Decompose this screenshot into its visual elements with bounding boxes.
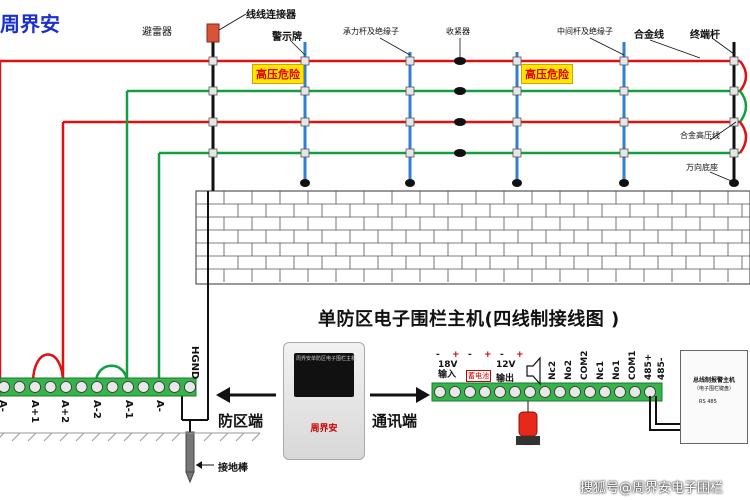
host-logo: 周界安	[310, 424, 338, 434]
ground-rod-label: 接地棒	[218, 463, 248, 474]
label-hv-wire: 合金高压线	[680, 131, 720, 140]
terminal-screw	[434, 386, 446, 398]
terminal-screw	[44, 381, 57, 393]
warning-sign-2: 高压危险	[521, 64, 573, 84]
terminal-screw	[494, 386, 506, 398]
terminal-screw	[168, 381, 181, 393]
terminal-screw	[184, 381, 196, 393]
label-end-pole: 终端杆	[690, 30, 720, 41]
battery-minus-sign: -	[468, 350, 472, 360]
terminal-screw	[479, 386, 491, 398]
terminal-screw	[75, 381, 88, 393]
warning-sign-1: 高压危险	[252, 64, 304, 84]
output-voltage-label: 12V	[496, 360, 516, 370]
host-screen: 周界安单防区电子围栏主机	[294, 353, 357, 397]
terminal-screw	[629, 386, 641, 398]
terminal-screw	[524, 386, 536, 398]
terminal-label-com1: COM1	[628, 350, 638, 380]
brick-wall	[195, 190, 750, 285]
terminal-screw	[599, 386, 611, 398]
brand-logo: 周界安	[0, 12, 60, 36]
terminal-label-485-plus: 485+	[644, 353, 654, 380]
diagram-title: 单防区电子围栏主机(四线制接线图 )	[318, 309, 620, 330]
terminal-screw	[464, 386, 476, 398]
terminal-screw	[644, 386, 656, 398]
green-jumper-loop	[94, 364, 129, 384]
zone-end-label: 防区端	[218, 412, 264, 430]
left-terminal-label-5: A-	[154, 400, 165, 412]
bus-alarm-host: 总线制报警主机 （电子围栏键盘） RS 485	[680, 350, 748, 444]
arrow-right-icon	[416, 387, 430, 403]
terminal-label-com2: COM2	[580, 350, 590, 380]
label-universal-base: 万向底座	[686, 163, 718, 172]
red-jumper-loop	[31, 353, 65, 384]
terminal-screw	[91, 381, 103, 393]
terminal-screw	[539, 386, 551, 398]
zone-terminal-block	[0, 377, 197, 397]
terminal-screw	[554, 386, 566, 398]
fence-poles	[208, 37, 739, 187]
direction-arrows	[216, 387, 430, 403]
terminal-screw	[60, 381, 72, 393]
left-terminal-label-3: A-2	[91, 400, 102, 419]
terminal-label-485-minus: 485-	[657, 357, 667, 380]
terminal-screw	[584, 386, 596, 398]
label-bearing-pole: 承力杆及绝缘子	[343, 27, 399, 36]
label-tensioner: 收紧器	[446, 27, 470, 36]
left-terminal-label-0: A-	[0, 400, 8, 412]
left-terminal-label-1: A+1	[29, 400, 40, 424]
power-plus-sign: +	[452, 350, 460, 360]
arrow-left-icon	[216, 387, 230, 403]
left-terminal-label-4: A-1	[123, 400, 134, 419]
terminal-screw	[122, 381, 134, 393]
terminal-label-no1: No1	[612, 360, 622, 380]
alarm-host-rs485: RS 485	[699, 399, 717, 405]
alarm-host-title: 总线制报警主机	[692, 377, 735, 384]
battery-label: 蓄电池	[466, 370, 491, 382]
terminal-screw	[153, 381, 165, 393]
left-terminal-label-2: A+2	[59, 400, 70, 424]
alarm-host-subtitle: （电子围栏键盘）	[693, 386, 734, 392]
speaker-icon	[526, 356, 541, 386]
output-plus-sign: +	[516, 350, 524, 360]
label-lightning-arrester: 避雷器	[142, 27, 172, 38]
terminal-screw	[569, 386, 581, 398]
terminal-label-nc2: Nc2	[548, 360, 558, 380]
lightning-arrester-icon	[206, 23, 220, 43]
label-warning-sign: 警示牌	[272, 32, 302, 43]
label-alloy-wire: 合金线	[634, 30, 664, 41]
alarm-light-icon	[518, 411, 538, 437]
terminal-label-no2: No2	[564, 360, 574, 380]
label-middle-pole: 中间杆及绝缘子	[557, 27, 613, 36]
terminal-label-nc1: Nc1	[596, 360, 606, 380]
terminal-screw	[106, 381, 119, 393]
label-wire-connector: 线线连接器	[246, 10, 296, 21]
power-minus-sign: -	[436, 350, 440, 360]
output-minus-sign: -	[500, 350, 504, 360]
terminal-screw	[614, 386, 626, 398]
terminal-screw	[29, 381, 41, 393]
output-label: 输出	[496, 374, 515, 384]
terminal-screw	[0, 381, 10, 393]
comm-end-label: 通讯端	[372, 412, 418, 430]
terminal-screw	[509, 386, 521, 398]
battery-plus-sign: +	[484, 350, 492, 360]
terminal-screw	[449, 386, 461, 398]
host-screen-title: 周界安单防区电子围栏主机	[296, 356, 357, 362]
watermark: 搜狐号@周界安电子围栏	[580, 481, 724, 496]
comm-terminal-block	[431, 356, 723, 445]
fence-host-unit: 周界安单防区电子围栏主机 周界安	[283, 342, 365, 460]
terminal-screw	[13, 381, 26, 393]
hgnd-label: HGND	[189, 346, 200, 380]
ground-rod-icon	[0, 431, 261, 484]
terminal-screw	[137, 381, 150, 393]
power-input-label: 18V 输入	[438, 360, 458, 380]
